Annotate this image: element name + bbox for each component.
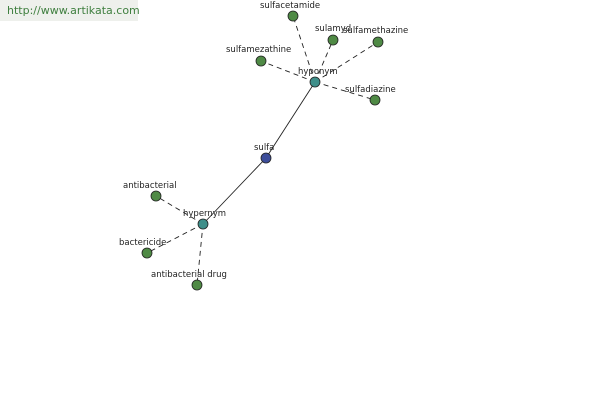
node-sulamyd[interactable]	[327, 34, 339, 46]
node-sulfamethazine[interactable]	[372, 36, 384, 48]
edge-center-hub-bottom	[202, 157, 267, 225]
node-hub-bottom[interactable]	[197, 218, 209, 230]
edge-hub-bottom-antibacterial-drug	[196, 223, 204, 286]
node-sulfamezathine[interactable]	[255, 55, 267, 67]
label-center-sulfa: sulfa	[254, 143, 274, 153]
label-sulfacetamide: sulfacetamide	[260, 1, 320, 11]
site-url-banner[interactable]: http://www.artikata.com	[0, 0, 140, 21]
node-sulfacetamide[interactable]	[287, 10, 299, 22]
label-sulfadiazine: sulfadiazine	[345, 85, 396, 95]
edge-hub-top-sulamyd	[314, 39, 334, 83]
label-sulfamethazine: sulfamethazine	[343, 26, 408, 36]
label-antibacterial-drug: antibacterial drug	[151, 270, 227, 280]
edge-hub-top-sulfamezathine	[260, 60, 316, 83]
label-bactericide: bactericide	[119, 238, 166, 248]
edge-hub-top-sulfadiazine	[314, 81, 376, 101]
label-sulamyd: sulamyd	[315, 24, 351, 34]
node-center-sulfa[interactable]	[260, 152, 272, 164]
edge-hub-top-sulfamethazine	[314, 41, 379, 83]
node-antibacterial-drug[interactable]	[191, 279, 203, 291]
node-sulfadiazine[interactable]	[369, 94, 381, 106]
label-hub-top: hyponym	[298, 67, 338, 77]
node-antibacterial[interactable]	[150, 190, 162, 202]
edge-hub-bottom-bactericide	[146, 223, 204, 254]
edge-hub-top-sulfacetamide	[292, 15, 316, 83]
label-sulfamezathine: sulfamezathine	[226, 45, 291, 55]
label-hub-bottom: hypernym	[183, 209, 226, 219]
node-bactericide[interactable]	[141, 247, 153, 259]
label-antibacterial: antibacterial	[123, 181, 177, 191]
edge-hub-bottom-antibacterial	[155, 195, 204, 225]
node-hub-top[interactable]	[309, 76, 321, 88]
edge-center-hub-top	[265, 81, 316, 159]
